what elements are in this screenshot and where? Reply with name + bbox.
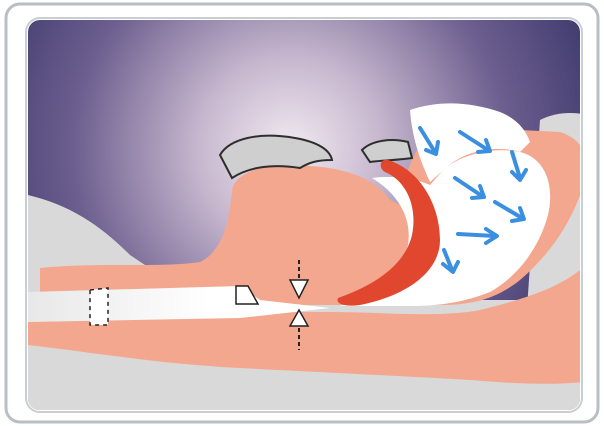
cartilage-left: [90, 288, 108, 325]
